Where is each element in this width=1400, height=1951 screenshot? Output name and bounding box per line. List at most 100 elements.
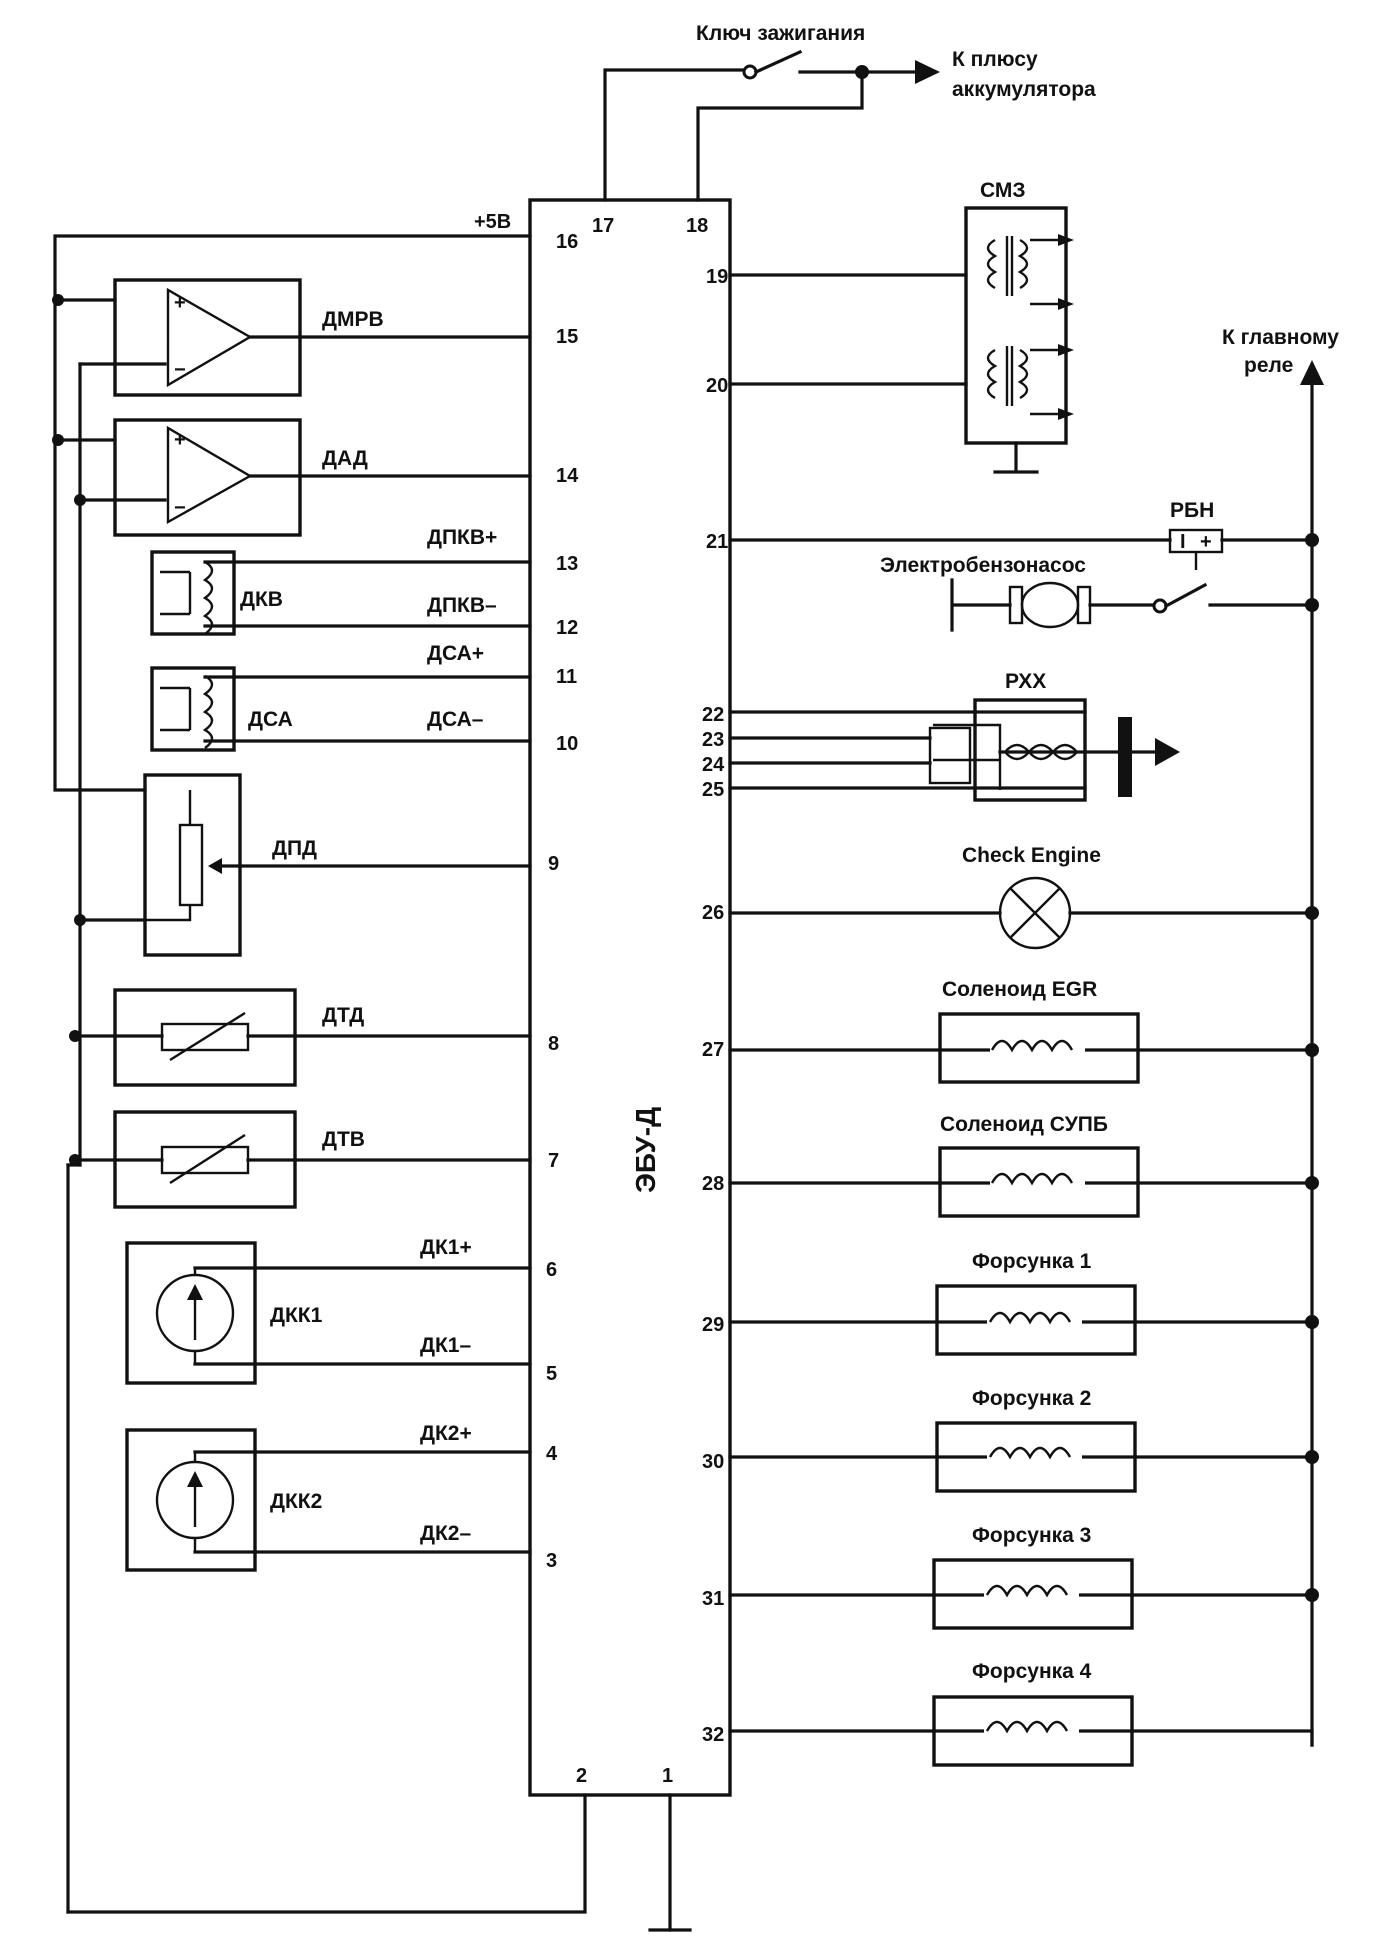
- junction-dot: [69, 1030, 81, 1042]
- idle-valve-rxx: РХХ: [728, 670, 1180, 802]
- pin-22: 22: [702, 704, 724, 726]
- solenoid-coil-icon: [990, 1172, 1074, 1186]
- pin-31: 31: [702, 1588, 724, 1610]
- rbn-label: РБН: [1170, 499, 1214, 522]
- pin-19: 19: [706, 266, 728, 288]
- check-engine-lamp: Check Engine: [728, 844, 1319, 950]
- dsa-plus-label: ДСА+: [427, 642, 484, 665]
- dpkv-minus-label: ДПКВ–: [427, 594, 497, 617]
- dtd-label: ДТД: [322, 1004, 364, 1027]
- svg-text:+: +: [174, 292, 186, 314]
- ground-icon: [993, 441, 1039, 474]
- lamp-icon: [998, 876, 1072, 950]
- svg-text:I: I: [1180, 531, 1186, 553]
- pin-24: 24: [702, 754, 725, 776]
- fuel-pump-label: Электробензонасос: [880, 554, 1086, 577]
- pin-10: 10: [556, 733, 578, 755]
- injector-3: Форсунка 3: [728, 1524, 1319, 1630]
- junction-dot: [52, 434, 64, 446]
- junction-dot: [1305, 1176, 1319, 1190]
- ignition-circuit: Ключ зажигания К плюсу аккумулятора: [603, 22, 1096, 202]
- pin-11: 11: [556, 666, 577, 688]
- dpkv-plus-label: ДПКВ+: [427, 526, 497, 549]
- injector-2: Форсунка 2: [728, 1387, 1319, 1493]
- left-buses: [52, 234, 692, 1932]
- pin-8: 8: [548, 1033, 559, 1055]
- dsa-minus-label: ДСА–: [427, 708, 484, 731]
- dsa-label: ДСА: [248, 708, 293, 731]
- injector-4-label: Форсунка 4: [972, 1660, 1092, 1683]
- injector-1: Форсунка 1: [728, 1250, 1319, 1356]
- junction-dot: [1305, 1588, 1319, 1602]
- injector-coil-icon: [988, 1311, 1072, 1325]
- sensor-dkv: ДКВ ДПКВ+ ДПКВ–: [150, 526, 532, 636]
- sensor-dkk1: ДКК1 ДК1+ ДК1–: [125, 1236, 532, 1385]
- junction-dot: [1305, 533, 1319, 547]
- pin-16: 16: [556, 231, 578, 253]
- sensor-dtd: ДТД: [113, 988, 532, 1087]
- battery-plus-label-1: К плюсу: [952, 48, 1038, 71]
- junction-dot: [1305, 906, 1319, 920]
- amplifier-icon: [166, 287, 253, 388]
- injector-coil-icon: [988, 1446, 1072, 1460]
- pin-2: 2: [576, 1765, 587, 1787]
- potentiometer-icon: [178, 823, 204, 907]
- dkv-label: ДКВ: [240, 588, 283, 611]
- pin-30: 30: [702, 1451, 724, 1473]
- supb-label: Соленоид СУПБ: [940, 1113, 1108, 1136]
- pin-15: 15: [556, 326, 578, 348]
- fuel-pump-motor-icon: [1020, 581, 1080, 629]
- dtv-label: ДТВ: [322, 1128, 365, 1151]
- amplifier-icon: [166, 425, 253, 525]
- svg-text:−: −: [174, 359, 186, 381]
- pin-4: 4: [546, 1443, 558, 1465]
- smz-label: СМЗ: [980, 179, 1026, 202]
- pin-9: 9: [548, 853, 559, 875]
- pin-29: 29: [702, 1314, 724, 1336]
- main-relay-label-1: К главному: [1222, 326, 1339, 349]
- svg-text:+: +: [174, 429, 186, 451]
- junction-dot: [1305, 598, 1319, 612]
- pin-6: 6: [546, 1259, 557, 1281]
- injector-coil-icon: [985, 1720, 1069, 1734]
- pin-17: 17: [592, 215, 614, 237]
- sensor-dsa: ДСА ДСА+ ДСА–: [150, 642, 532, 752]
- plus5v-label: +5В: [474, 211, 511, 233]
- battery-plus-label-2: аккумулятора: [952, 78, 1096, 101]
- stepper-coil-icon: [1004, 743, 1078, 761]
- rbn-relay-coil: [1168, 528, 1224, 554]
- pin-20: 20: [706, 375, 728, 397]
- svg-text:−: −: [174, 497, 186, 519]
- pin-14: 14: [556, 465, 579, 487]
- injector-2-label: Форсунка 2: [972, 1387, 1091, 1410]
- fuel-pump-circuit: I + РБН Электробензонасос: [728, 499, 1319, 632]
- ignition-coil-icon: [986, 238, 1029, 290]
- ignition-switch-blade: [753, 49, 803, 75]
- inductive-core-icon: [160, 570, 192, 616]
- sensor-dpd: ДПД: [143, 773, 532, 957]
- ecu-block: ЭБУ-Д +5В 17 18 2 1 16 15 14 13 12 11 10…: [474, 198, 732, 1797]
- ignition-module-smz: СМЗ: [728, 179, 1074, 474]
- dk1-plus-label: ДК1+: [420, 1236, 472, 1259]
- dkk1-label: ДКК1: [270, 1304, 323, 1327]
- dk2-plus-label: ДК2+: [420, 1422, 472, 1445]
- injector-3-label: Форсунка 3: [972, 1524, 1091, 1547]
- relay-switch-blade: [1163, 582, 1208, 609]
- pin-13: 13: [556, 553, 578, 575]
- injector-4: Форсунка 4: [728, 1660, 1314, 1767]
- ignition-coil-icon: [986, 348, 1029, 400]
- ecu-body: [528, 198, 732, 1797]
- rxx-label: РХХ: [1005, 670, 1046, 693]
- junction-dot: [1305, 1450, 1319, 1464]
- dk2-minus-label: ДК2–: [420, 1522, 471, 1545]
- solenoid-egr: Соленоид EGR: [728, 978, 1319, 1084]
- valve-arrow-icon: [1155, 738, 1180, 766]
- pin-21: 21: [706, 531, 728, 553]
- junction-dot: [1305, 1315, 1319, 1329]
- pin-18: 18: [686, 215, 708, 237]
- junction-dot: [74, 914, 86, 926]
- dkk2-label: ДКК2: [270, 1490, 322, 1513]
- main-relay-arrow-icon: [1300, 360, 1324, 385]
- ignition-contact-left: [742, 64, 758, 80]
- pin-32: 32: [702, 1724, 724, 1746]
